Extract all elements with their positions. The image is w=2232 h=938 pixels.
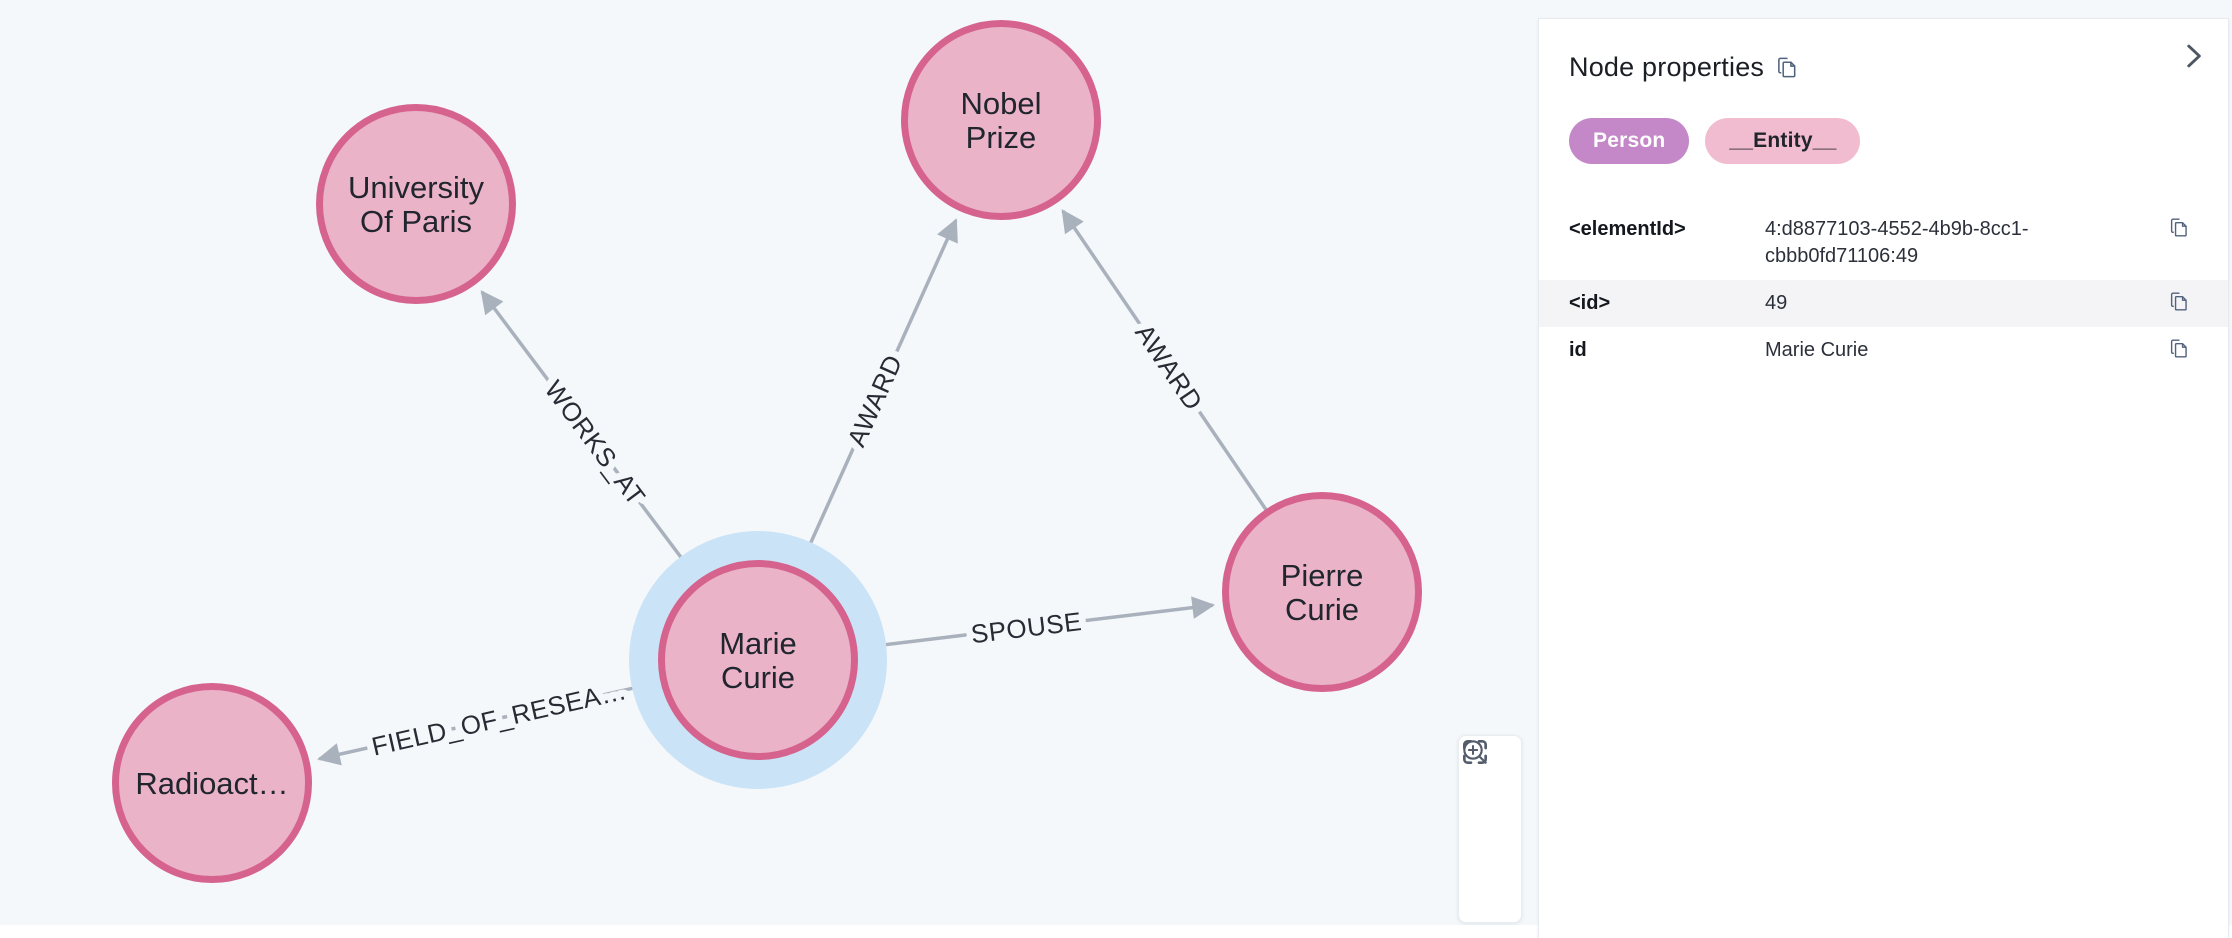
property-row-id: id Marie Curie	[1539, 327, 2228, 374]
copy-property-button[interactable]	[2169, 290, 2190, 313]
copy-icon	[2170, 218, 2187, 237]
chevron-right-icon	[2187, 44, 2201, 68]
fit-to-screen-icon	[1463, 740, 1487, 764]
edge-label-spouse[interactable]: SPOUSE	[962, 599, 1090, 656]
node-label-badge-entity[interactable]: __Entity__	[1705, 118, 1861, 164]
node-label-badges: Person __Entity__	[1569, 118, 2228, 164]
property-key: <id>	[1569, 292, 1611, 314]
node-properties-panel: Node properties Person __Entity__ <eleme…	[1538, 18, 2229, 938]
panel-header: Node properties	[1539, 19, 2228, 83]
zoom-out-button[interactable]	[1463, 740, 1508, 847]
graph-node-radioactivity[interactable]: Radioact…	[112, 683, 312, 883]
property-value: 49	[1765, 292, 1788, 314]
property-row-id-internal: <id> 49	[1539, 280, 2228, 327]
property-key: id	[1569, 339, 1587, 361]
edge-label-award[interactable]: AWARD	[1122, 311, 1216, 422]
panel-title: Node properties	[1569, 52, 1765, 82]
copy-property-button[interactable]	[2169, 216, 2190, 239]
zoom-toolbar	[1458, 735, 1522, 923]
copy-all-properties-button[interactable]	[1776, 56, 1799, 79]
copy-icon	[2170, 339, 2187, 358]
node-label-badge-person[interactable]: Person	[1569, 118, 1690, 164]
copy-property-button[interactable]	[2169, 337, 2190, 360]
edge-label-field_of_resea…[interactable]: FIELD_OF_RESEA…	[362, 668, 637, 769]
collapse-panel-button[interactable]	[2176, 39, 2210, 73]
edge-label-award[interactable]: AWARD	[834, 343, 915, 458]
properties-table: <elementId> 4:d8877103-4552-4b9b-8cc1-cb…	[1539, 206, 2228, 374]
property-value: 4:d8877103-4552-4b9b-8cc1-cbbb0fd71106:4…	[1765, 218, 2029, 267]
copy-icon	[1778, 57, 1796, 78]
property-key: <elementId>	[1569, 218, 1686, 240]
copy-icon	[2170, 292, 2187, 311]
property-row-elementid: <elementId> 4:d8877103-4552-4b9b-8cc1-cb…	[1539, 206, 2228, 280]
fit-to-screen-button[interactable]	[1463, 740, 1508, 909]
zoom-out-icon	[1463, 740, 1487, 764]
property-value: Marie Curie	[1765, 339, 1869, 361]
edge-label-works_at[interactable]: WORKS_AT	[532, 368, 659, 518]
